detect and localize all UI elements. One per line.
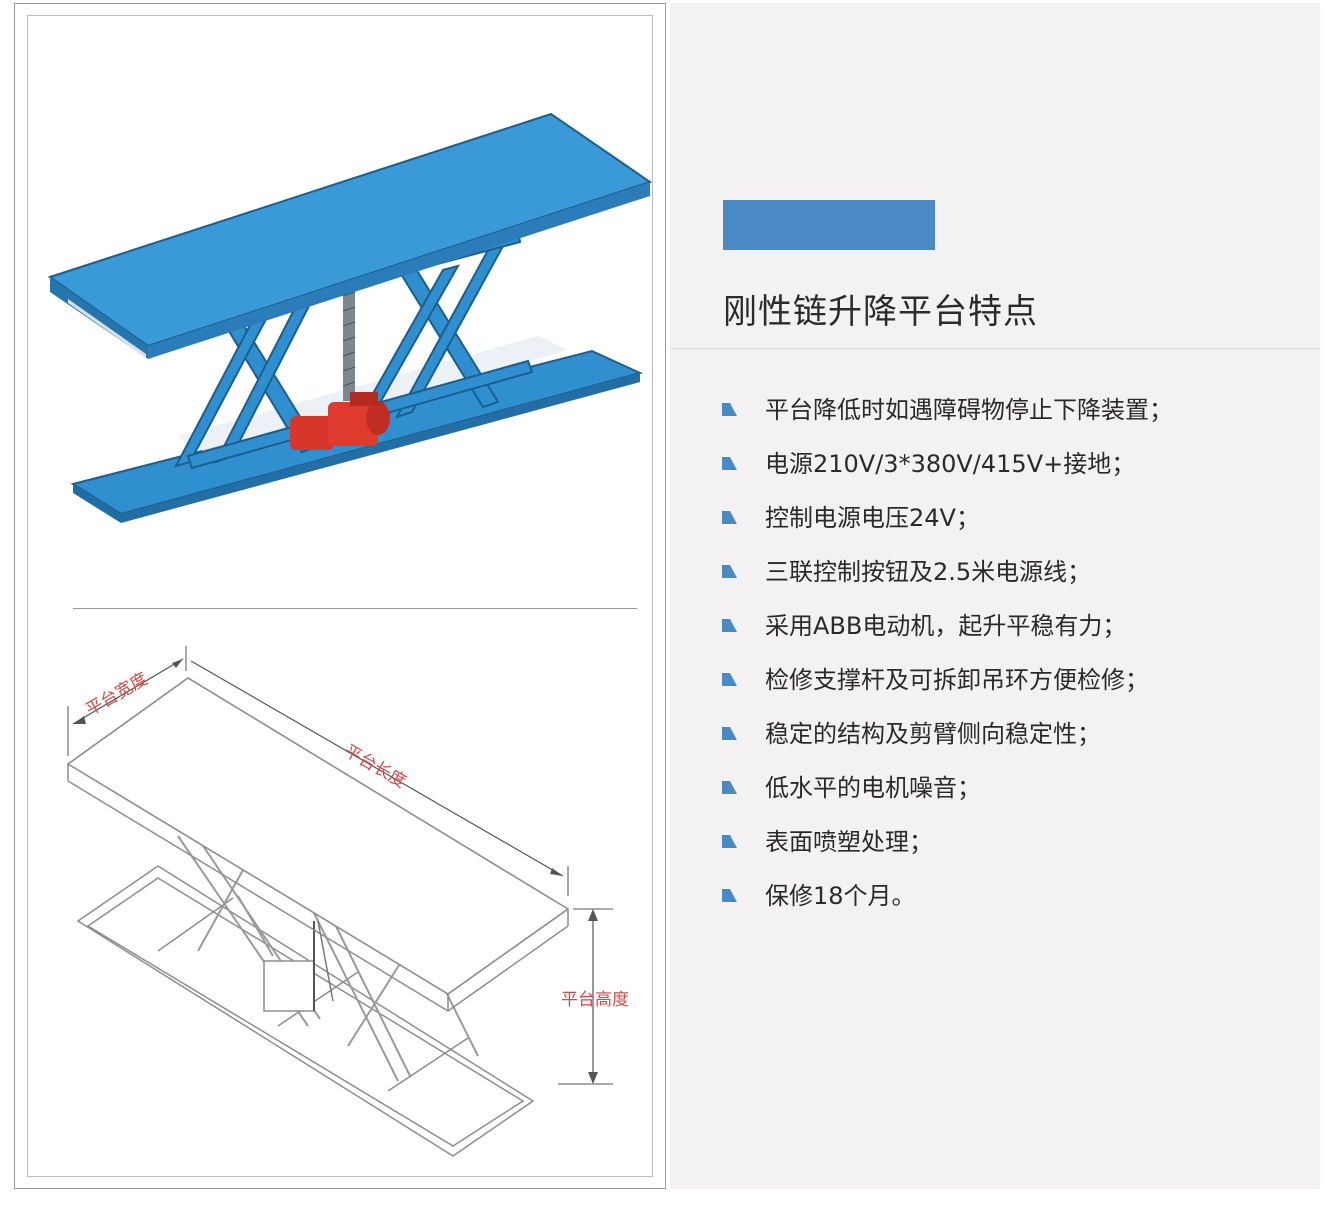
title-divider	[670, 348, 1320, 349]
feature-text: 采用ABB电动机，起升平稳有力；	[765, 612, 1127, 640]
feature-text: 检修支撑杆及可拆卸吊环方便检修；	[765, 666, 1149, 694]
feature-text: 平台降低时如遇障碍物停止下降装置；	[765, 396, 1173, 424]
feature-item: 检修支撑杆及可拆卸吊环方便检修；	[722, 661, 1312, 715]
feature-item: 低水平的电机噪音；	[722, 769, 1312, 823]
title-accent-bar	[723, 200, 935, 250]
product-image-frame: 平台宽度 平台长度 平台高度	[27, 15, 653, 1177]
feature-item: 采用ABB电动机，起升平稳有力；	[722, 607, 1312, 661]
features-panel: 刚性链升降平台特点 平台降低时如遇障碍物停止下降装置； 电源210V/3*380V…	[670, 3, 1320, 1189]
bullet-icon	[722, 781, 737, 794]
height-dimension-label: 平台高度	[561, 990, 629, 1010]
feature-text: 控制电源电压24V；	[765, 504, 980, 532]
motor	[290, 392, 390, 450]
bullet-icon	[722, 673, 737, 686]
feature-item: 表面喷塑处理；	[722, 823, 1312, 877]
feature-list: 平台降低时如遇障碍物停止下降装置； 电源210V/3*380V/415V+接地； 控…	[722, 391, 1312, 931]
feature-item: 控制电源电压24V；	[722, 499, 1312, 553]
feature-item: 稳定的结构及剪臂侧向稳定性；	[722, 715, 1312, 769]
figure-divider	[73, 608, 637, 609]
feature-text: 电源210V/3*380V/415V+接地；	[765, 450, 1136, 478]
feature-text: 表面喷塑处理；	[765, 828, 933, 856]
section-title: 刚性链升降平台特点	[723, 292, 1038, 332]
bullet-icon	[722, 457, 737, 470]
feature-item: 三联控制按钮及2.5米电源线；	[722, 553, 1312, 607]
lift-dimension-drawing	[66, 646, 613, 1157]
product-image-panel: 平台宽度 平台长度 平台高度	[14, 3, 666, 1189]
feature-text: 三联控制按钮及2.5米电源线；	[765, 558, 1092, 586]
product-figures: 平台宽度 平台长度 平台高度	[47, 112, 653, 1157]
bullet-icon	[722, 565, 737, 578]
bullet-icon	[722, 511, 737, 524]
feature-item: 平台降低时如遇障碍物停止下降装置；	[722, 391, 1312, 445]
feature-text: 稳定的结构及剪臂侧向稳定性；	[765, 720, 1101, 748]
lift-3d-rendering	[47, 112, 653, 523]
feature-text: 保修18个月。	[765, 882, 916, 910]
feature-item: 保修18个月。	[722, 877, 1312, 931]
bullet-icon	[722, 727, 737, 740]
bullet-icon	[722, 619, 737, 632]
bullet-icon	[722, 403, 737, 416]
feature-item: 电源210V/3*380V/415V+接地；	[722, 445, 1312, 499]
bullet-icon	[722, 889, 737, 902]
feature-text: 低水平的电机噪音；	[765, 774, 981, 802]
bullet-icon	[722, 835, 737, 848]
